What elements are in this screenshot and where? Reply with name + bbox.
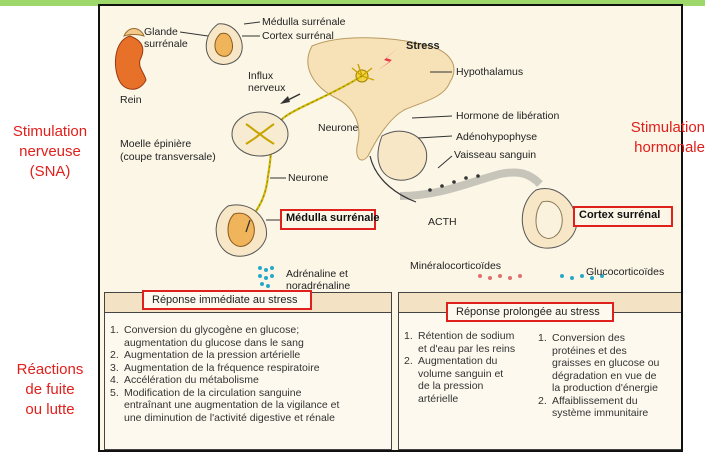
stimulation-nerveuse-line1: Stimulation xyxy=(2,122,98,142)
stimulation-hormonale-label: Stimulation hormonale xyxy=(606,118,705,158)
diagram-panel: Rein Glande surrénale Médulla surrénale … xyxy=(98,4,683,452)
label-cortex-top: Cortex surrénal xyxy=(262,30,334,42)
adrenal-top-medulla xyxy=(215,33,233,56)
blood-vessel xyxy=(400,172,540,196)
stimulation-nerveuse-line3: (SNA) xyxy=(2,162,98,182)
stimulation-nerveuse-line2: nerveuse xyxy=(2,142,98,162)
immediate-item: 4.Accélération du métabolisme xyxy=(110,374,350,387)
label-acth: ACTH xyxy=(428,216,457,228)
reactions-line3: ou lutte xyxy=(2,400,98,420)
label-medulla-top: Médulla surrénale xyxy=(262,16,345,28)
label-glande-surrenale: Glande surrénale xyxy=(144,26,194,50)
stimulation-hormonale-line2: hormonale xyxy=(606,138,705,158)
label-adrenaline: Adrénaline et xyxy=(286,268,348,280)
immediate-item: 3.Augmentation de la fréquence respirato… xyxy=(110,362,350,375)
prolonged-right-item: 1.Conversion des protéines et des graiss… xyxy=(538,332,666,395)
label-hypothalamus: Hypothalamus xyxy=(456,66,523,78)
prolonged-left-item: 1.Rétention de sodium et d'eau par les r… xyxy=(404,330,516,355)
stimulation-hormonale-line1: Stimulation xyxy=(606,118,705,138)
stimulation-nerveuse-label: Stimulation nerveuse (SNA) xyxy=(2,122,98,182)
reactions-line2: de fuite xyxy=(2,380,98,400)
label-glucocorticoides: Glucocorticoïdes xyxy=(586,266,664,278)
prolonged-right-list: 1.Conversion des protéines et des graiss… xyxy=(538,332,666,420)
label-medulla-boxed: Médulla surrénale xyxy=(280,209,376,230)
immediate-item: 1.Conversion du glycogène en glucose; au… xyxy=(110,324,350,349)
adrenal-left-medulla xyxy=(228,213,254,246)
label-cortex-boxed: Cortex surrénal xyxy=(573,206,673,227)
label-moelle-epiniere: Moelle épinière xyxy=(120,138,191,150)
immediate-item: 2.Augmentation de la pression artérielle xyxy=(110,349,350,362)
prolonged-left-item: 2.Augmentation du volume sanguin et de l… xyxy=(404,355,516,405)
prolonged-left-list: 1.Rétention de sodium et d'eau par les r… xyxy=(404,330,516,405)
label-neurone-mid: Neurone xyxy=(288,172,328,184)
label-mineralocorticoides: Minéralocorticoïdes xyxy=(410,260,501,272)
label-stress: Stress xyxy=(406,40,440,52)
label-adenohypophyse: Adénohypophyse xyxy=(456,131,537,143)
kidney-shape xyxy=(115,36,146,89)
label-hormone-liberation: Hormone de libération xyxy=(456,110,559,122)
immediate-response-list: 1.Conversion du glycogène en glucose; au… xyxy=(110,324,350,424)
immediate-item: 5.Modification de la circulation sanguin… xyxy=(110,387,350,425)
immediate-response-title: Réponse immédiate au stress xyxy=(142,290,312,310)
label-neurone-top: Neurone xyxy=(318,122,358,134)
label-vaisseau-sanguin: Vaisseau sanguin xyxy=(454,149,536,161)
adrenaline-dots xyxy=(258,266,274,288)
reactions-line1: Réactions xyxy=(2,360,98,380)
label-coupe-transversale: (coupe transversale) xyxy=(120,151,216,163)
reactions-label: Réactions de fuite ou lutte xyxy=(2,360,98,420)
kidney-adrenal-cap xyxy=(124,29,144,37)
prolonged-right-item: 2.Affaiblissement du système immunitaire xyxy=(538,395,666,420)
label-influx-nerveux: Influx nerveux xyxy=(248,70,294,94)
pituitary-shape xyxy=(378,131,427,180)
prolonged-response-title: Réponse prolongée au stress xyxy=(446,302,614,322)
label-rein: Rein xyxy=(120,94,142,106)
